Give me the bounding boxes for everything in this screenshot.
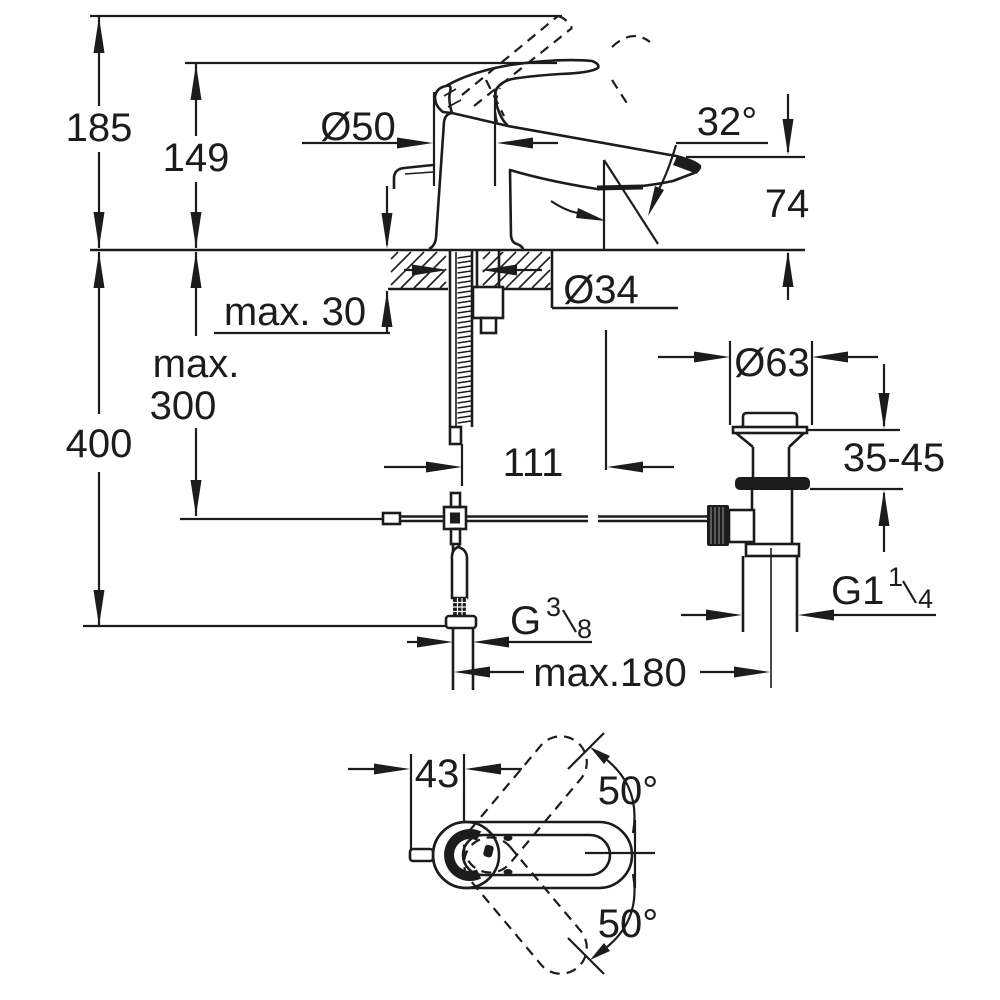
- thread-g114-denominator: 4: [918, 584, 933, 614]
- dim-max-30: max. 30: [224, 290, 366, 334]
- dim-max-300-label: max.: [153, 342, 240, 386]
- thread-g114-numerator: 1: [888, 562, 903, 592]
- dimension-labels: 185 149 Ø50 32° 74 Ø34 max. 30 max. 300 …: [66, 100, 946, 946]
- faucet-side-view: [392, 14, 702, 251]
- dim-angle-32: 32°: [697, 100, 758, 144]
- lever-swing-dashed: [462, 735, 588, 975]
- popup-rod: [381, 491, 708, 546]
- thread-g38-prefix: G: [510, 599, 541, 643]
- supply-fitting: [444, 544, 478, 690]
- dim-400: 400: [66, 422, 133, 466]
- dim-74: 74: [765, 182, 810, 226]
- dim-50-upper: 50°: [598, 769, 659, 813]
- thread-g1-1-4: G1 1 4: [831, 562, 933, 614]
- dim-50-lower: 50°: [598, 902, 659, 946]
- dim-35-45: 35-45: [843, 436, 945, 480]
- shank-assembly: [448, 250, 505, 446]
- dim-diameter-63: Ø63: [734, 341, 810, 385]
- dim-111: 111: [503, 441, 564, 485]
- thread-g-3-8: G 3 8: [510, 592, 592, 644]
- dim-185: 185: [66, 106, 133, 150]
- reference-lines: [83, 14, 903, 628]
- dim-diameter-34: Ø34: [563, 268, 639, 312]
- thread-g38-denominator: 8: [577, 614, 592, 644]
- dim-149: 149: [163, 136, 230, 180]
- faucet-top-view: [408, 732, 655, 975]
- dim-max-300-value: 300: [150, 384, 217, 428]
- thread-g38-numerator: 3: [546, 592, 561, 622]
- dimension-lines: [93, 17, 936, 851]
- popup-waste: [707, 411, 810, 688]
- dim-max-180: max.180: [533, 651, 686, 695]
- thread-g114-prefix: G1: [831, 569, 884, 613]
- dim-diameter-50: Ø50: [320, 105, 396, 149]
- dim-43: 43: [415, 752, 460, 796]
